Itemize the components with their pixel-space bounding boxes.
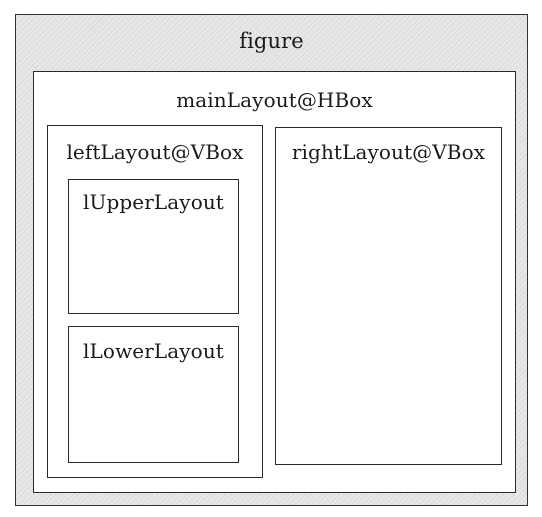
lower-layout-box: lLowerLayout [68,326,239,463]
upper-layout-title: lUpperLayout [83,190,224,214]
right-layout-vbox: rightLayout@VBox [275,127,502,465]
figure-title: figure [239,29,304,53]
upper-layout-box: lUpperLayout [68,179,239,314]
right-layout-title: rightLayout@VBox [291,140,486,164]
main-layout-title: mainLayout@HBox [176,88,373,112]
left-layout-vbox: leftLayout@VBox lUpperLayout lLowerLayou… [47,125,263,478]
main-layout-hbox: mainLayout@HBox leftLayout@VBox lUpperLa… [33,71,516,493]
figure-container: figure mainLayout@HBox leftLayout@VBox l… [15,14,528,506]
left-layout-title: leftLayout@VBox [66,140,244,164]
lower-layout-title: lLowerLayout [83,339,224,363]
